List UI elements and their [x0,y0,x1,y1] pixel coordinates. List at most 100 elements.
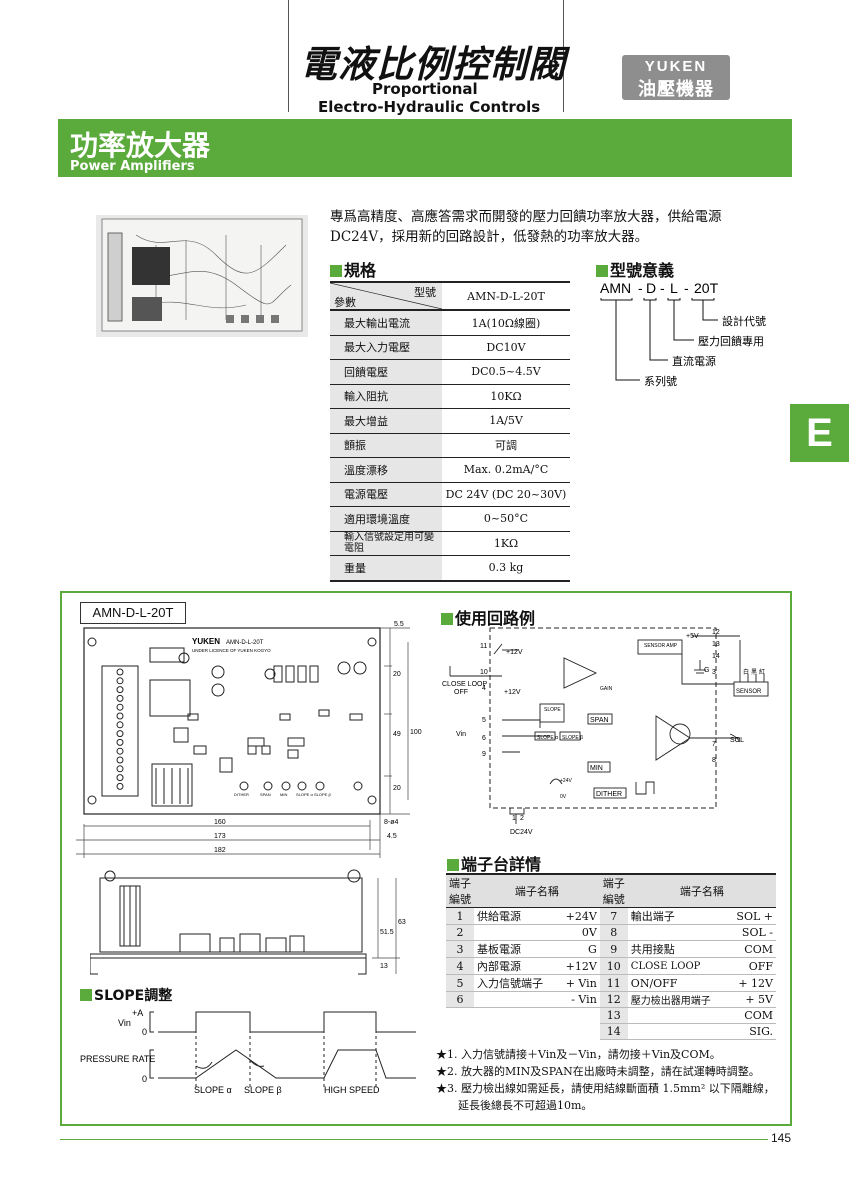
term-group [627,1023,727,1040]
circ-label-sensor-amp: SENSOR AMP [644,643,678,649]
slope-label-zero-1: 0 [142,1027,147,1037]
note-3: ★3. 壓力檢出線如需延長，請使用結線斷面積 1.5mm² 以下隔離線， [436,1082,775,1095]
term-no: 9 [599,940,628,958]
potentiometer-icon [297,781,307,791]
code-sep-3: - [684,280,689,296]
spec-value: 可調 [442,433,570,458]
circ-label-dither: DITHER [596,791,622,798]
term-13: 13 [712,641,720,648]
dim-20-bottom: 20 [393,785,401,792]
term-group: 供給電源 [474,907,557,925]
logo-subtitle: 油壓機器 [638,79,714,100]
spec-label: 輸入阻抗 [330,384,442,409]
term-signal: 0V [556,924,600,941]
circuit-diagram: +12V +12V CLOSE LOOP OFF GAIN SLOPE Vin … [442,627,769,836]
term-signal: + Vin [556,974,600,992]
term-no: 13 [599,1007,628,1024]
circ-label-plus5v: +5V [686,633,699,640]
potentiometer-icon [239,781,249,791]
circ-label-g: G [704,667,709,674]
terminal-screw-icon [116,668,124,676]
term-h-no-left: 端子編號 [446,873,474,908]
drawing-model-label: AMN-D-L-20T [80,602,186,624]
terminal-screw-icon [116,747,124,755]
spec-value: 0.3 kg [442,555,570,582]
dim-holes: 8-ø4 [384,819,399,826]
code-sep-1: - [638,280,643,296]
term-no: 5 [446,974,474,992]
term-5: 5 [482,717,486,724]
spec-value: 10KΩ [442,384,570,409]
term-group: 共用接點 [627,940,727,958]
pot-label-dither: DITHER [234,792,249,797]
term-group [474,924,557,941]
slope-label-zero-2: 0 [142,1074,147,1084]
term-group: CLOSE LOOP [627,957,727,975]
code-label-dc: 直流電源 [672,354,716,368]
spec-label: 最大入力電壓 [330,335,442,360]
logo-brand: YUKEN [644,58,708,75]
spec-heading: 規格 [330,257,376,281]
slope-label-vin: Vin [118,1018,131,1028]
code-sep-2: - [660,280,665,296]
circuit-heading: 使用回路例 [441,605,535,629]
term-1: 1 [512,815,516,822]
model-code-heading: 型號意義 [596,257,674,281]
circ-label-white: 白 [743,668,749,676]
model-code-heading-text: 型號意義 [610,261,675,280]
circ-label-vin: Vin [456,731,466,738]
spec-label: 適用環境溫度 [330,506,442,532]
term-no: 1 [446,907,474,925]
term-group: 入力信號端子 [474,974,557,992]
circ-label-0v: 0V [560,794,567,800]
slope-heading: SLOPE調整 [80,985,172,1005]
term-signal: G [556,940,600,958]
terminal-screw-icon [116,694,124,702]
circ-label-plus24v: +24V [560,778,572,784]
bullet-square-icon [80,989,92,1001]
terminal-screw-icon [116,712,124,720]
term-group: 基板電源 [474,940,557,958]
circ-label-sensor: SENSOR [736,689,762,695]
circ-label-gain: GAIN [600,686,613,692]
dim-173: 173 [214,833,226,840]
term-signal: OFF [726,957,776,975]
term-2: 2 [520,815,524,822]
term-10: 10 [480,669,488,676]
dim-4-5: 4.5 [387,833,397,840]
term-signal: - Vin [556,991,600,1008]
board-brand: YUKEN [192,637,220,646]
terminal-screw-icon [116,738,124,746]
term-signal: + 12V [726,974,776,992]
code-label-design: 設計代號 [722,314,766,328]
dim-63: 63 [398,919,406,926]
code-part-series: AMN [600,280,631,296]
spec-header-value: AMN-D-L-20T [442,281,570,311]
notes: ★1. 入力信號請接＋Vin及－Vin，請勿接＋Vin及COM。 ★2. 放大器… [436,1046,775,1114]
term-no: 10 [599,957,628,975]
term-signal: SOL - [726,924,776,941]
term-signal: SOL + [726,907,776,925]
dim-182: 182 [214,847,226,854]
dim-20-top: 20 [393,671,401,678]
terminal-screw-icon [116,686,124,694]
circ-label-slope: SLOPE [544,707,561,713]
terminal-screw-icon [116,677,124,685]
slope-label-slope-b: SLOPE β [244,1085,282,1095]
board-sub: UNDER LICENCE OF YUKEN KOGYO [192,648,271,653]
term-no: 11 [599,974,628,992]
spec-value: DC 24V (DC 20~30V) [442,482,570,507]
board-model: AMN-D-L-20T [226,640,264,646]
terminal-screw-icon [116,782,124,790]
slope-heading-text: SLOPE調整 [94,988,173,1004]
term-signal: +24V [556,907,600,925]
page-title-en-2: Electro-Hydraulic Controls [318,98,541,116]
term-no: 6 [446,991,474,1008]
